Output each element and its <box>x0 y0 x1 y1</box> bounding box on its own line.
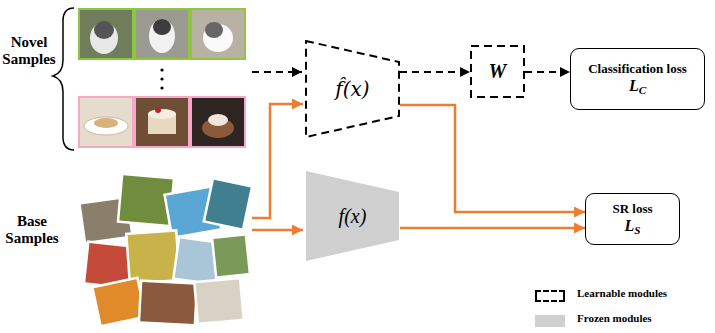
frozen-encoder: f(x) <box>305 170 400 262</box>
ellipsis-dot <box>160 77 163 80</box>
node-text: f̂(x) <box>335 77 369 101</box>
loss-symbol: LC <box>629 77 646 96</box>
input-arrow <box>252 104 303 218</box>
ellipsis-dot <box>160 86 163 89</box>
brace <box>53 8 74 150</box>
node-text: W <box>489 60 507 83</box>
input-arrow <box>252 71 302 73</box>
dog-images <box>80 10 244 58</box>
legend-text: Frozen modules <box>577 312 652 324</box>
image-frame <box>78 96 246 148</box>
node-text: Classification loss <box>588 61 687 77</box>
feature-arrow <box>400 105 585 212</box>
learnable-arrow <box>525 71 570 73</box>
base-collage <box>79 174 252 327</box>
loss-box: SR lossLS <box>585 193 680 245</box>
ellipsis-dot <box>160 68 163 71</box>
legend-text: Learnable modules <box>577 287 667 299</box>
legend-swatch <box>535 290 565 302</box>
learnable-arrow <box>400 71 470 73</box>
loss-symbol: LS <box>624 217 640 236</box>
cake-images <box>80 98 244 146</box>
legend-swatch <box>535 315 565 327</box>
group-label: Novel Samples <box>2 34 56 69</box>
learnable-encoder: f̂(x) <box>305 40 400 138</box>
group-label: Base Samples <box>4 213 60 248</box>
feature-arrow <box>400 227 585 230</box>
node-text: SR loss <box>612 201 652 217</box>
node-text: f(x) <box>339 205 367 228</box>
image-frame <box>78 8 246 60</box>
input-arrow <box>252 229 303 232</box>
loss-box: Classification lossLC <box>570 48 705 110</box>
learnable-classifier: W <box>470 45 525 98</box>
